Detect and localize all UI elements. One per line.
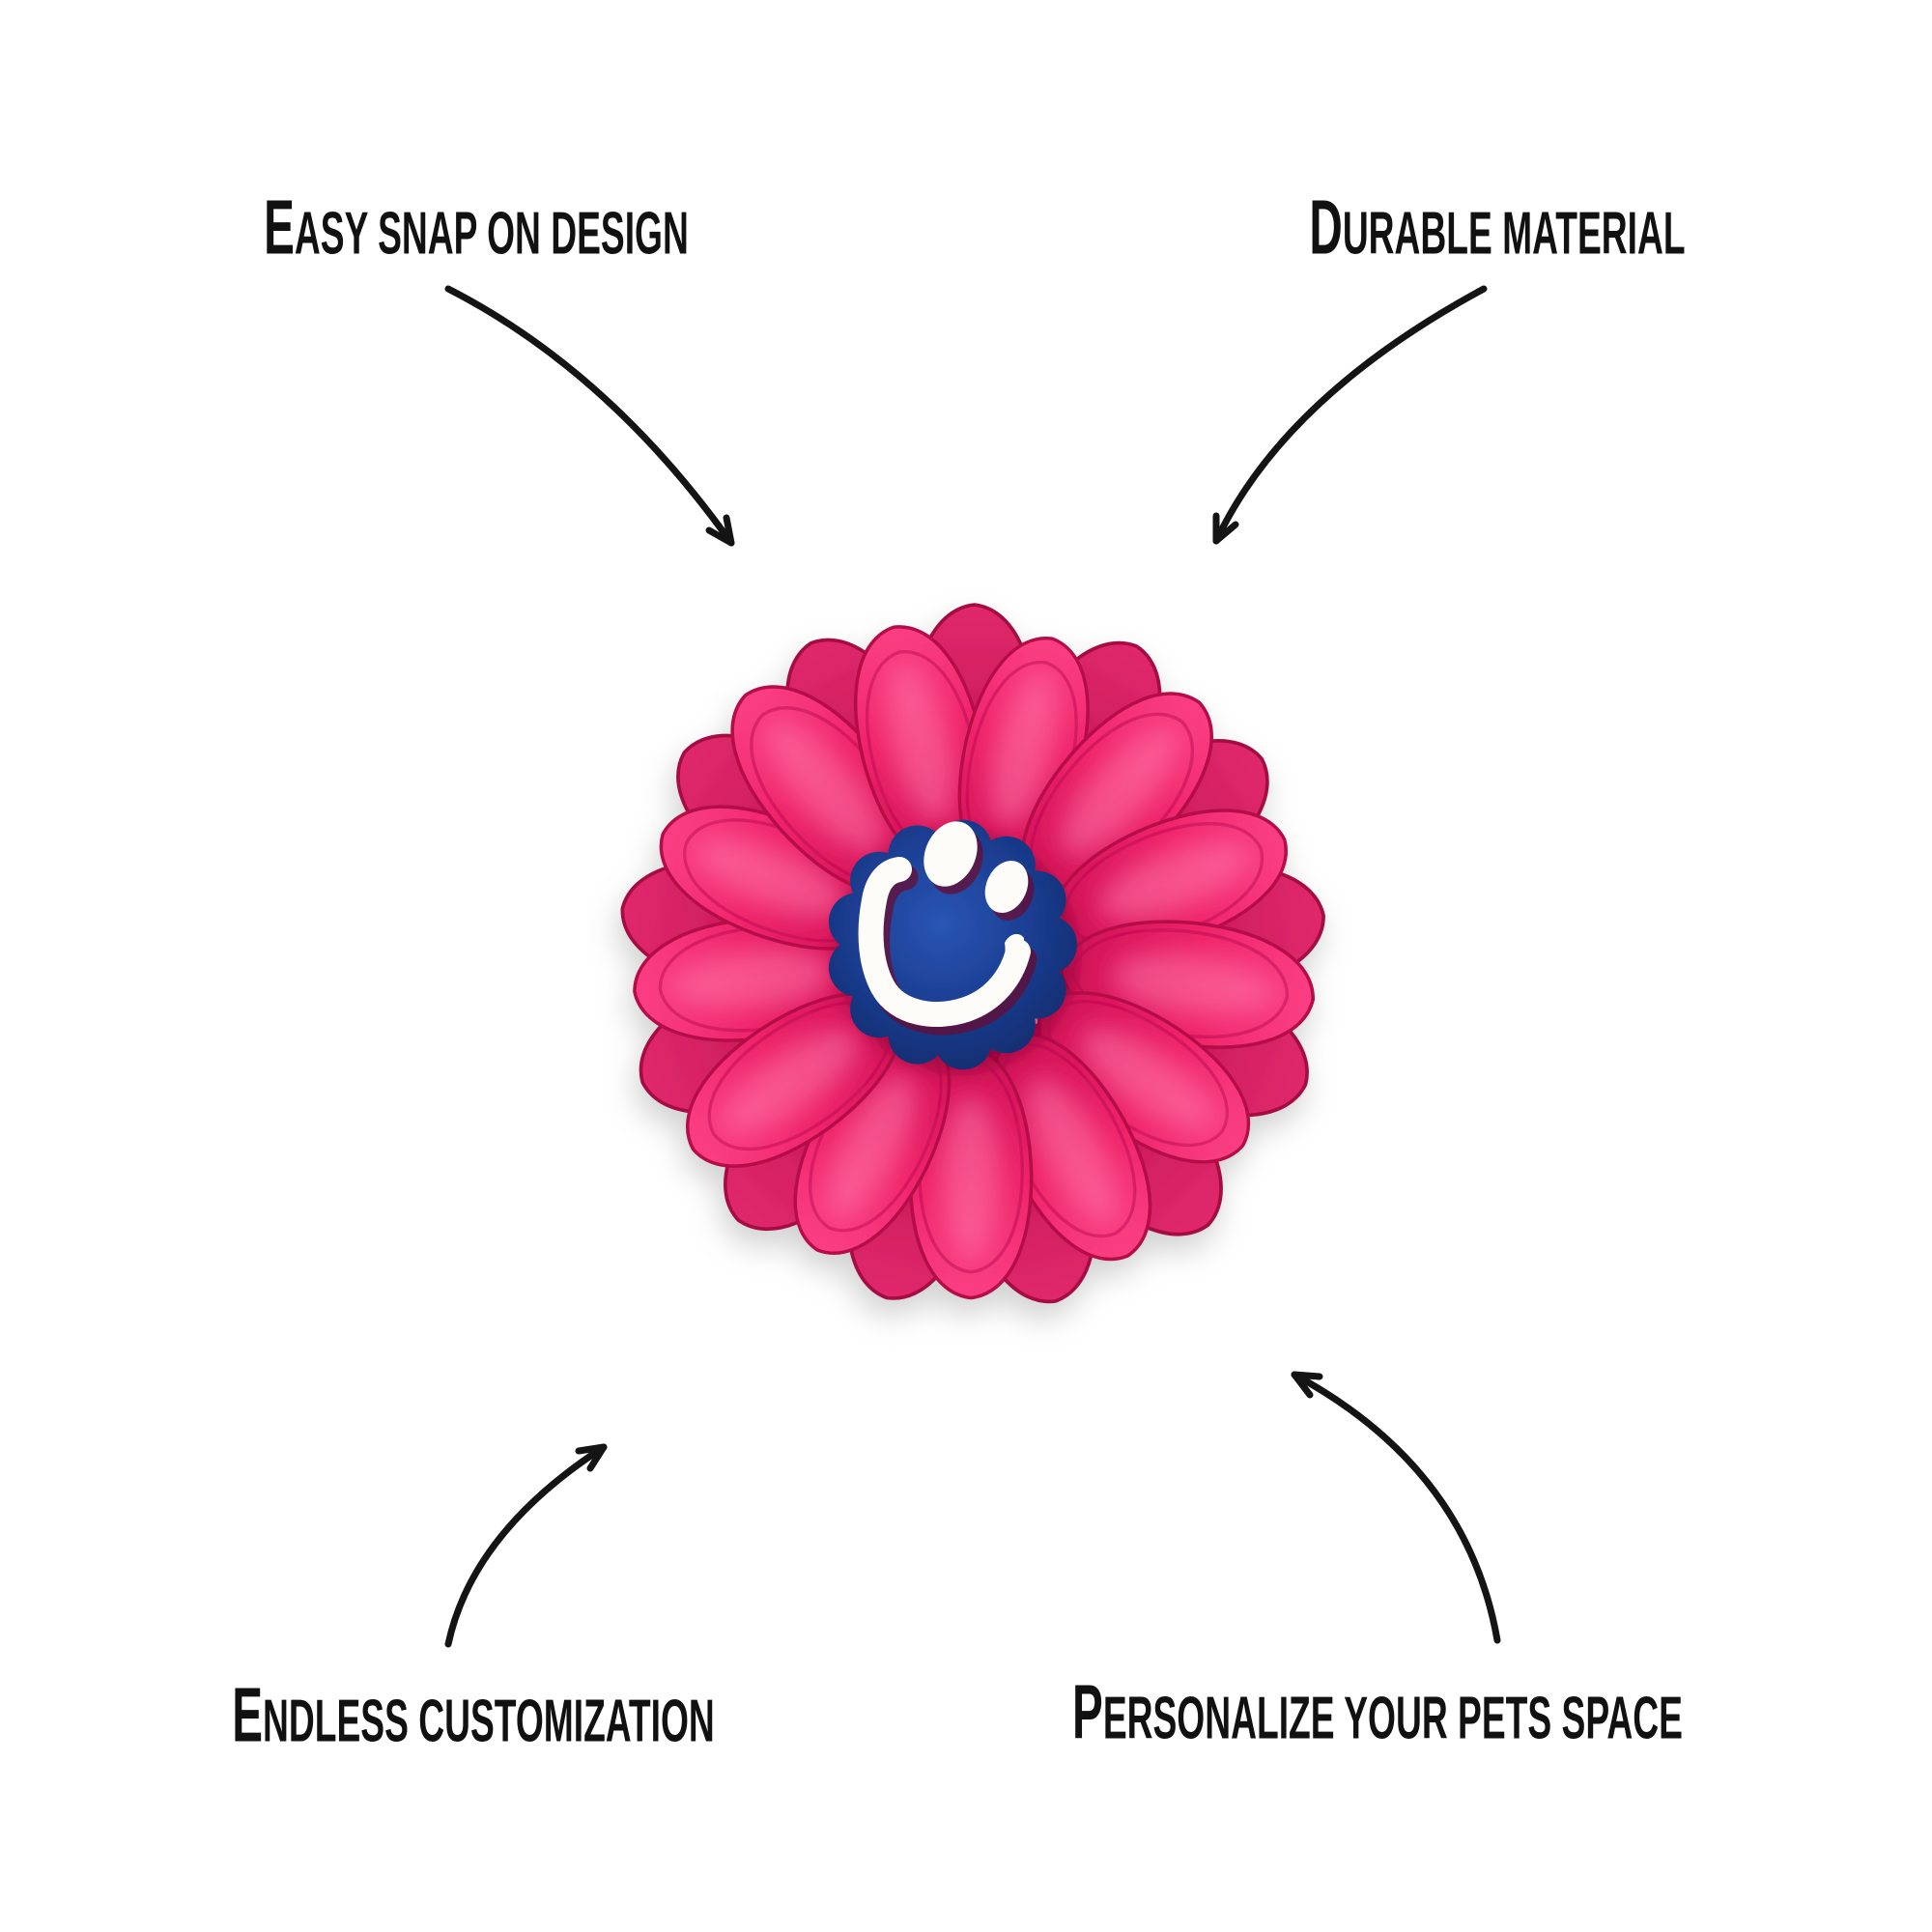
callout-label-durable-material: Durable material [1309, 184, 1686, 270]
arrow-top-right [1212, 285, 1488, 545]
callout-label-personalize-your-pets-space: Personalize your pets space [1072, 1668, 1683, 1755]
smile [858, 857, 1031, 1027]
smile-hook [997, 933, 1024, 982]
arrow-bottom-left [444, 1443, 608, 1648]
left-eye [923, 821, 978, 887]
smiley-face [858, 821, 1037, 1036]
callout-label-easy-snap-on-design: Easy snap on design [264, 184, 689, 270]
flower-charm [611, 602, 1333, 1319]
right-eye [984, 861, 1029, 913]
arrow-bottom-right [1291, 1371, 1501, 1644]
arrow-top-left [444, 285, 735, 547]
callout-label-endless-customization: Endless customization [232, 1671, 715, 1758]
callout-arrows [444, 285, 1501, 1648]
